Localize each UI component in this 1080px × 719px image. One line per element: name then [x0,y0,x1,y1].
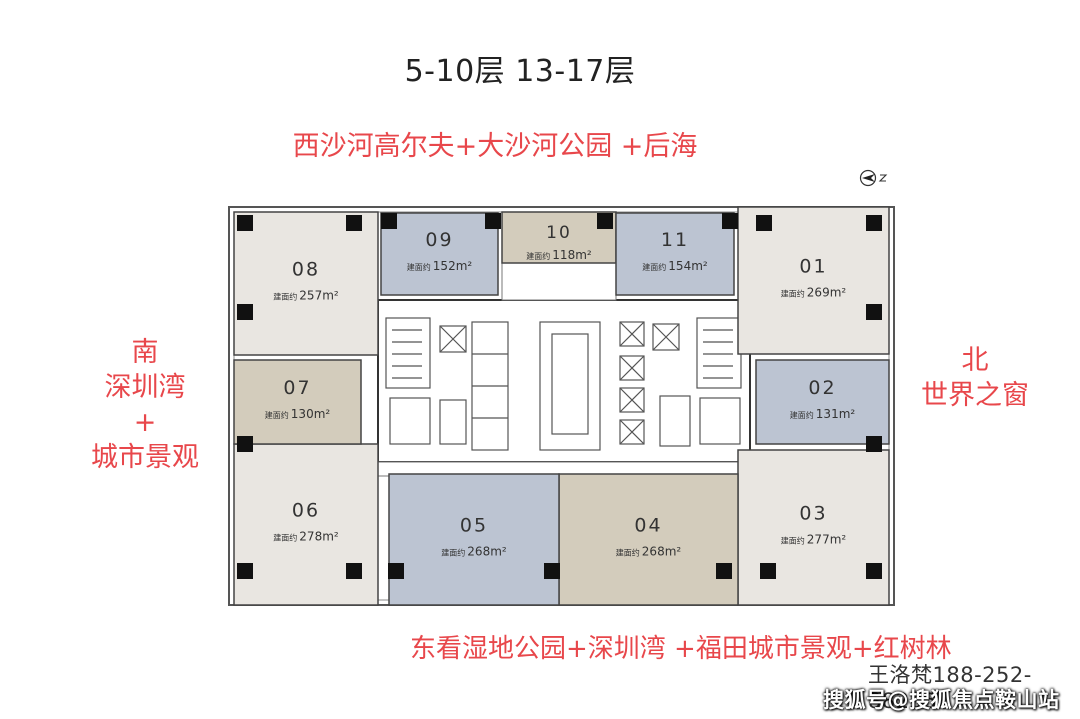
column [346,215,362,231]
view-label-north: 北 世界之窗 [900,343,1050,413]
unit-number: 05 [460,515,488,537]
view-north-line: 世界之窗 [921,380,1029,411]
column [237,215,253,231]
unit-number: 10 [546,223,572,243]
unit-number: 08 [292,259,320,281]
view-north-line: 北 [961,345,989,376]
column [760,563,776,579]
column [866,304,882,320]
unit-04 [558,473,739,606]
unit-number: 03 [799,503,827,525]
column [388,563,404,579]
unit-number: 04 [634,515,662,537]
unit-05 [388,473,560,606]
unit-06 [233,443,379,606]
column [866,215,882,231]
unit-number: 07 [283,377,311,399]
unit-01 [737,206,890,355]
unit-number: 11 [661,229,689,251]
view-label-east: 东看湿地公园+深圳湾 +福田城市景观+红树林 [410,634,952,664]
column [866,563,882,579]
unit-03 [737,449,890,606]
view-label-south: 南 深圳湾 + 城市景观 [70,335,220,475]
column [237,563,253,579]
unit-number: 09 [425,229,453,251]
column-layer [237,213,882,579]
view-label-west: 西沙河高尔夫+大沙河公园 +后海 [292,131,698,162]
column [756,215,772,231]
unit-11 [615,212,735,296]
footer-contact: 王洛梵188-252-88255 [868,663,1032,713]
column [237,436,253,452]
unit-07 [233,359,362,445]
corridor [377,262,751,477]
unit-number: 01 [799,256,827,278]
core-details [385,317,742,451]
unit-08 [233,211,379,356]
unit-02 [755,359,890,445]
column [544,563,560,579]
column [866,436,882,452]
column [722,213,738,229]
view-south-line: 城市景观 [91,442,199,473]
view-south-line: 南 [131,337,159,368]
column [716,563,732,579]
column [346,563,362,579]
unit-number: 02 [808,377,836,399]
unit-09 [380,212,499,296]
view-south-line: + [133,407,157,438]
column [237,304,253,320]
unit-number: 06 [292,500,320,522]
north-arrow-icon [859,169,888,187]
footer-watermark: 搜狐号@搜狐焦点鞍山站 [823,688,1060,712]
column [597,213,613,229]
column [381,213,397,229]
column [485,213,501,229]
floor-title: 5-10层 13-17层 [404,54,636,89]
building-core [377,299,751,463]
view-south-line: 深圳湾 [104,372,186,403]
